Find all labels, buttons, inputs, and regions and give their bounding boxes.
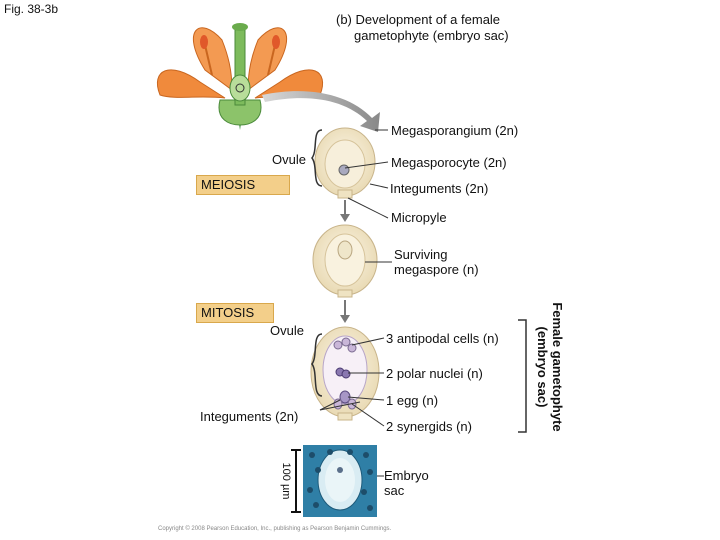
zoom-arrow bbox=[262, 91, 380, 132]
ovule-surviving-megaspore-illustration bbox=[312, 224, 378, 298]
title-line1: Development of a female bbox=[355, 12, 501, 27]
copyright-notice: Copyright © 2008 Pearson Education, Inc.… bbox=[158, 526, 392, 532]
figure-title: (b) Development of a female bbox=[336, 12, 500, 27]
label-polar-nuclei: 2 polar nuclei (n) bbox=[386, 366, 483, 381]
label-ovule-mid: Ovule bbox=[270, 323, 304, 338]
ovule-gametophyte-illustration bbox=[310, 326, 380, 421]
flower-illustration bbox=[156, 23, 324, 130]
label-micropyle: Micropyle bbox=[391, 210, 447, 225]
process-box-meiosis: MEIOSIS bbox=[196, 175, 290, 195]
bracket-label-line2: (embryo sac) bbox=[535, 326, 550, 408]
label-antipodal: 3 antipodal cells (n) bbox=[386, 331, 499, 346]
label-integuments-bottom: Integuments (2n) bbox=[200, 409, 299, 424]
figure-label: Fig. 38-3b bbox=[4, 2, 59, 16]
bracket-label-line1: Female gametophyte bbox=[550, 302, 565, 432]
label-synergids: 2 synergids (n) bbox=[386, 419, 472, 434]
label-egg: 1 egg (n) bbox=[386, 393, 439, 408]
label-surviving-2: megaspore (n) bbox=[394, 262, 479, 277]
title-part: (b) bbox=[336, 12, 352, 27]
label-surviving-1: Surviving bbox=[394, 247, 448, 262]
label-embryo-2: sac bbox=[384, 483, 405, 498]
scale-bar-label: 100 µm bbox=[280, 462, 292, 500]
bracket-label: Female gametophyte (embryo sac) bbox=[535, 297, 565, 437]
label-megasporangium: Megasporangium (2n) bbox=[391, 123, 519, 138]
label-megasporocyte: Megasporocyte (2n) bbox=[391, 155, 507, 170]
label-embryo-1: Embryo bbox=[384, 468, 429, 483]
title-line2: gametophyte (embryo sac) bbox=[354, 28, 509, 43]
label-integuments-top: Integuments (2n) bbox=[390, 181, 489, 196]
embryo-sac-micrograph bbox=[303, 445, 377, 517]
label-ovule-top: Ovule bbox=[272, 152, 306, 167]
process-box-mitosis: MITOSIS bbox=[196, 303, 274, 323]
ovule-meiosis-illustration bbox=[314, 127, 376, 199]
